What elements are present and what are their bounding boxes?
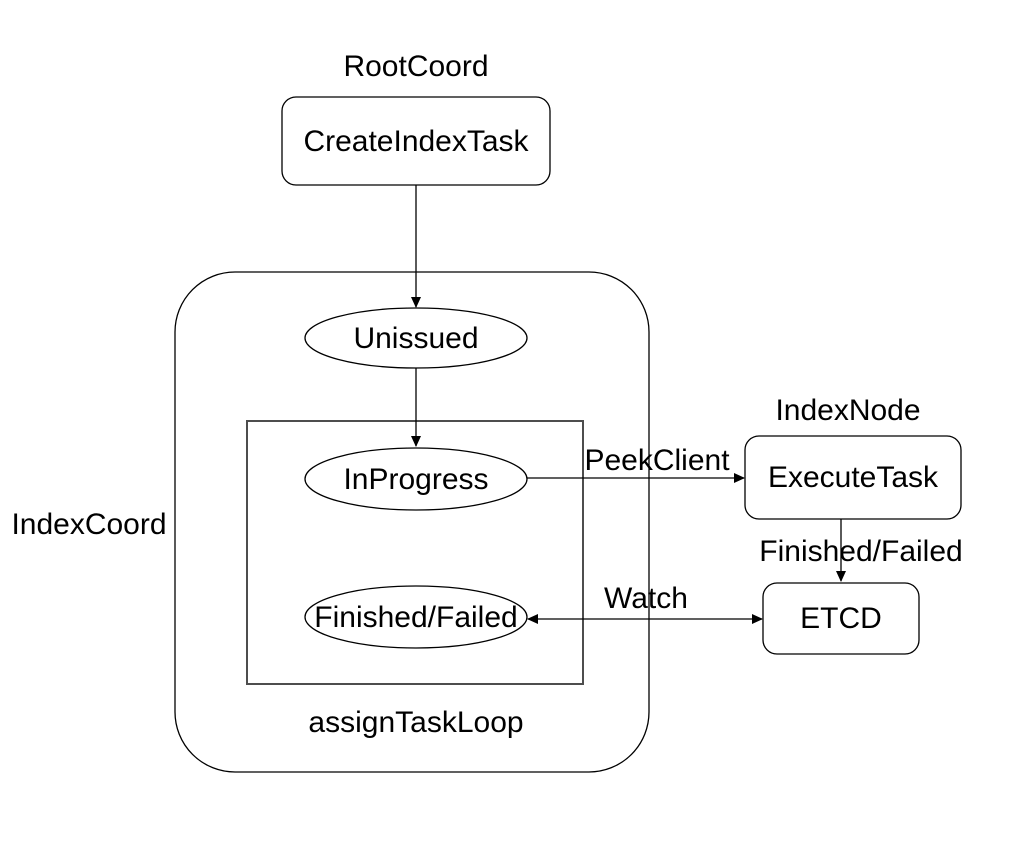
node-finished-failed-label: Finished/Failed	[314, 601, 517, 634]
node-in-progress-label: InProgress	[343, 463, 488, 496]
node-unissued-label: Unissued	[353, 322, 478, 355]
group-label-index-node: IndexNode	[775, 394, 920, 427]
container-label-assign-task-loop: assignTaskLoop	[308, 706, 523, 739]
assign-task-loop-rect	[246, 420, 584, 685]
edge-label-watch: Watch	[604, 582, 688, 615]
group-label-root-coord: RootCoord	[343, 50, 488, 83]
node-execute-task-label: ExecuteTask	[768, 461, 939, 494]
node-create-index-task	[281, 96, 551, 186]
index-coord-container	[174, 271, 650, 773]
node-in-progress	[304, 447, 528, 511]
edge-label-peek-client: PeekClient	[584, 444, 730, 477]
node-execute-task	[744, 435, 962, 520]
edge-label-finished-failed: Finished/Failed	[759, 535, 962, 568]
node-etcd-label: ETCD	[800, 602, 882, 635]
node-unissued	[304, 307, 528, 369]
container-label-index-coord: IndexCoord	[11, 508, 166, 541]
node-create-index-task-label: CreateIndexTask	[303, 125, 529, 158]
node-finished-failed	[304, 585, 528, 649]
node-etcd	[762, 582, 920, 655]
